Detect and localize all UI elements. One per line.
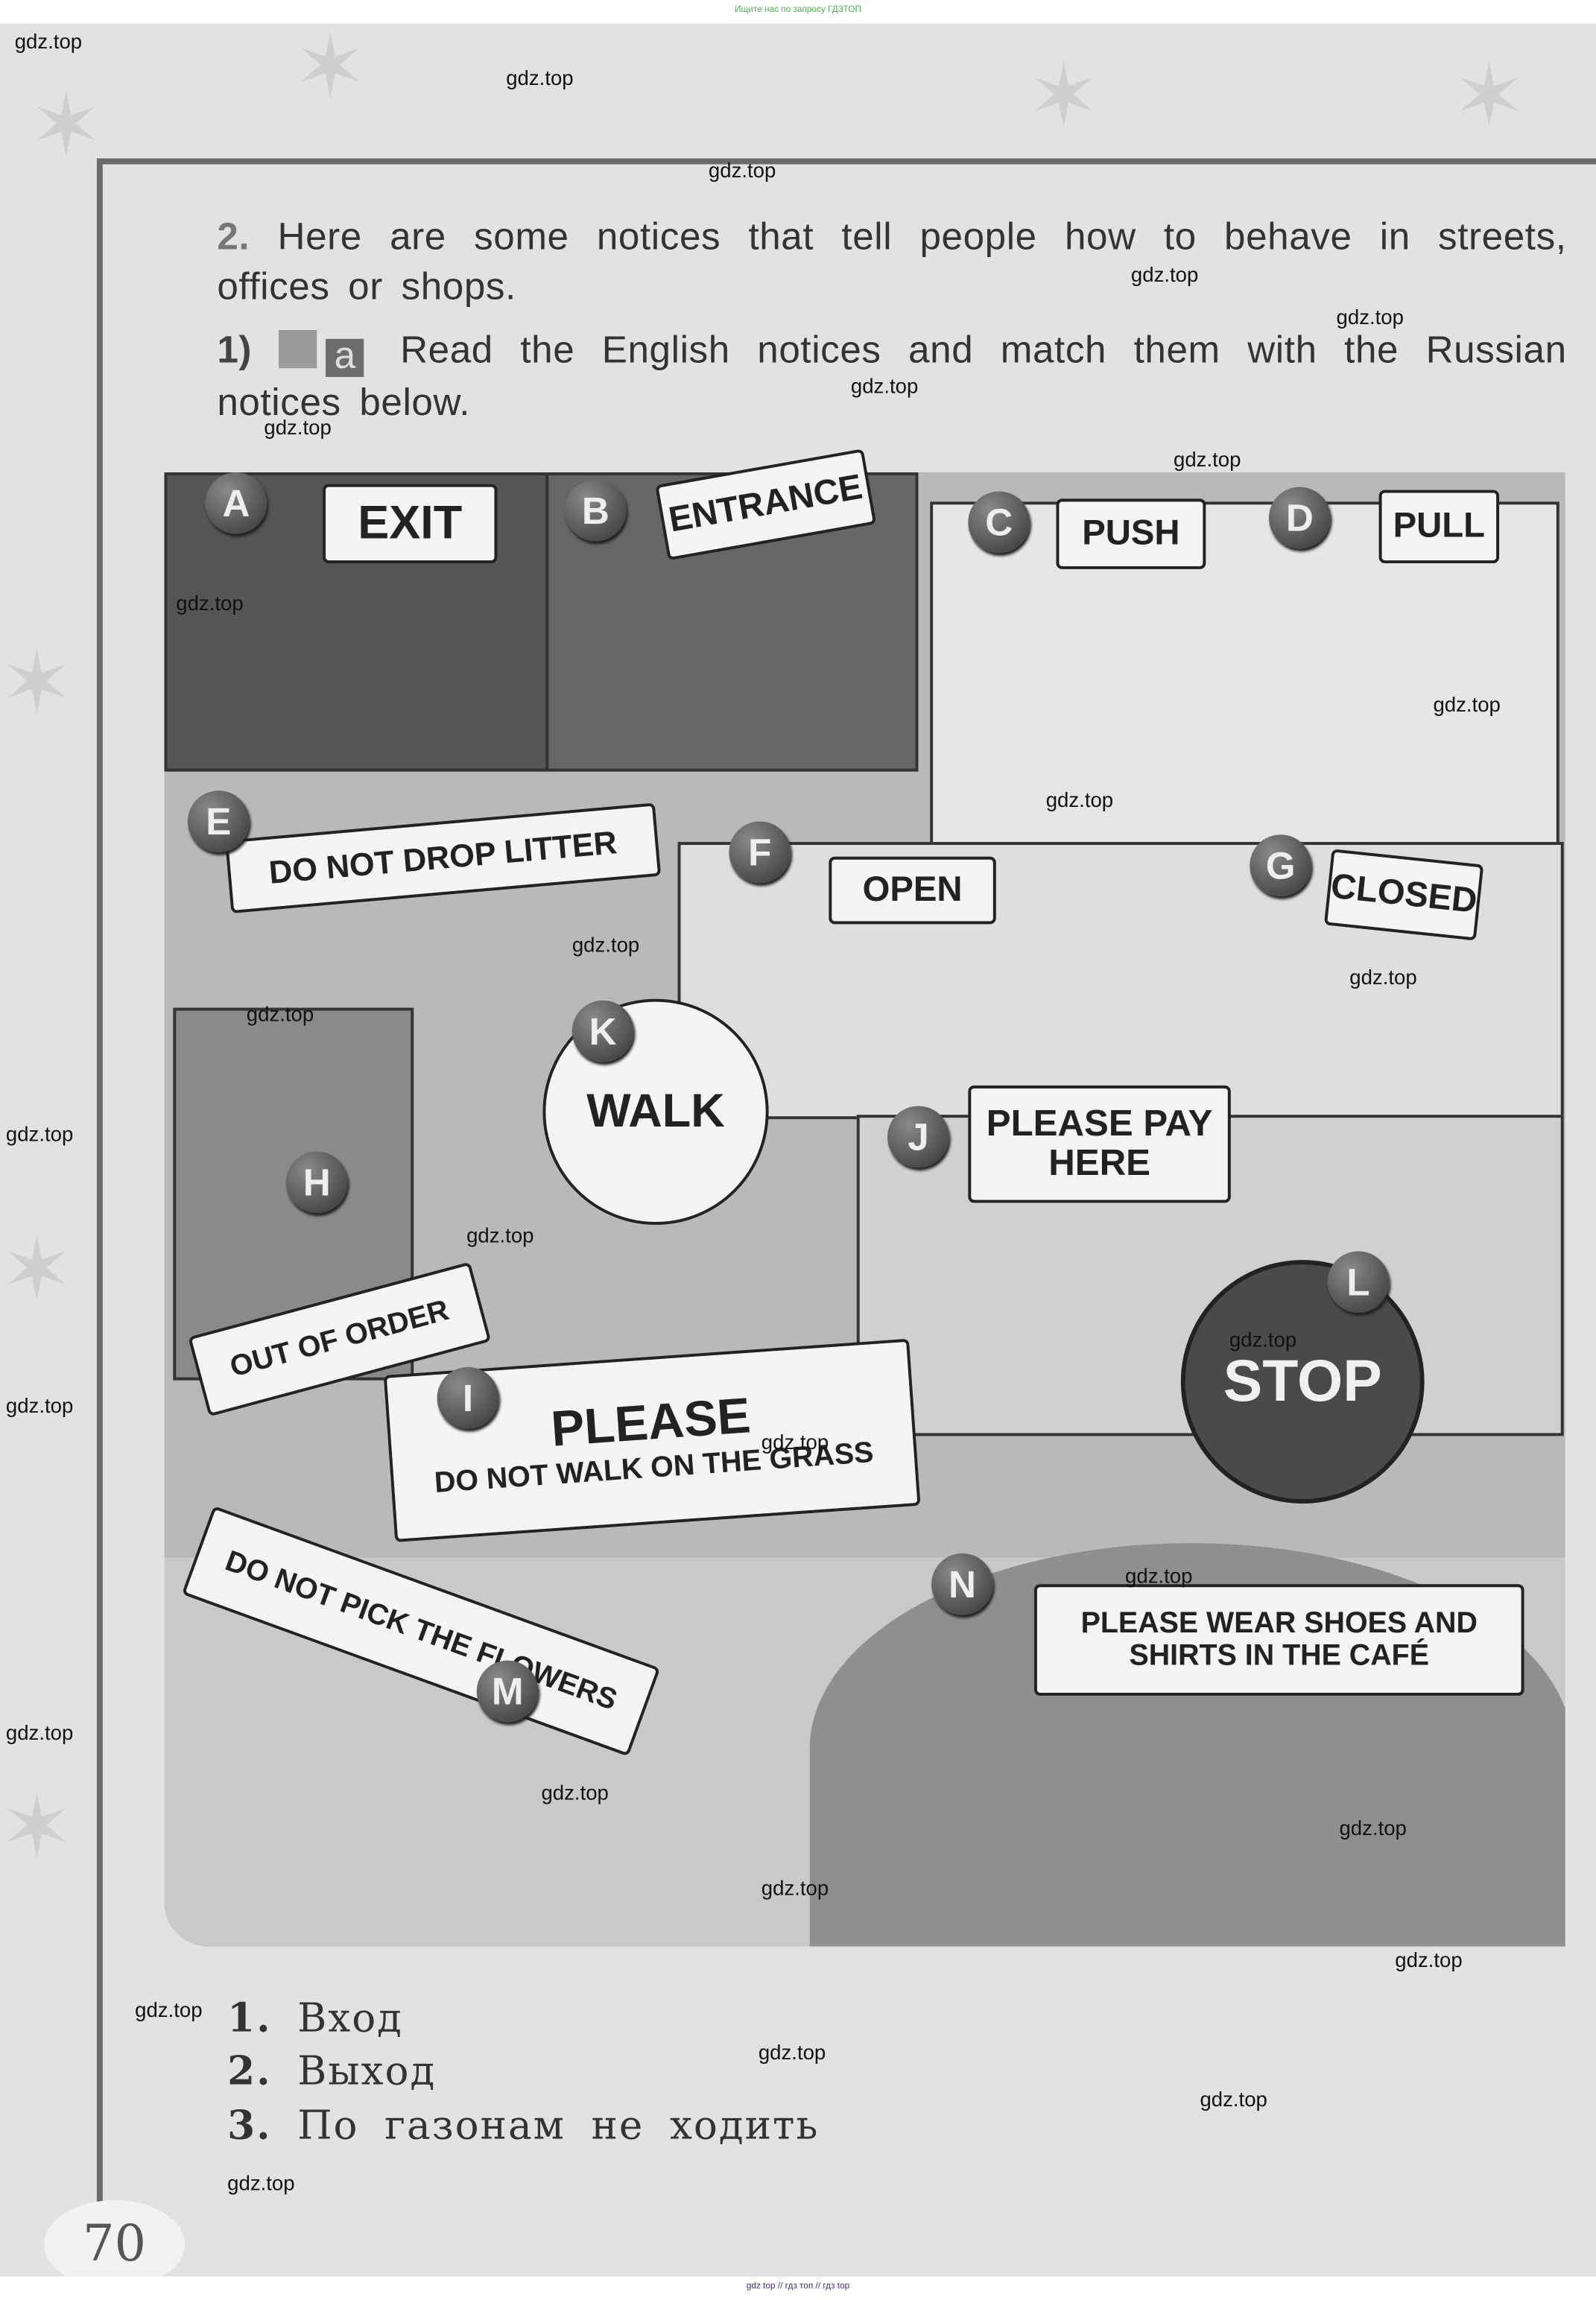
- notice-text: PLEASE WEAR SHOES AND SHIRTS IN THE CAFÉ: [1037, 1608, 1521, 1673]
- watermark: gdz.top: [1337, 305, 1404, 329]
- ru-num: 1.: [227, 1996, 271, 2041]
- exercise-intro: 2. Here are some notices that tell peopl…: [217, 212, 1566, 311]
- ru-num: 3.: [227, 2103, 271, 2149]
- watermark: gdz.top: [15, 29, 82, 53]
- ru-text: Вход: [297, 1996, 403, 2041]
- watermark: gdz.top: [761, 1431, 829, 1454]
- watermark: gdz.top: [466, 1223, 533, 1247]
- watermark: gdz.top: [227, 2171, 294, 2195]
- watermark: gdz.top: [1395, 1948, 1462, 1972]
- watermark: gdz.top: [851, 374, 918, 398]
- watermark: gdz.top: [1174, 447, 1241, 471]
- notice-letter-badge-k: K: [572, 1001, 634, 1062]
- watermark: gdz.top: [761, 1876, 829, 1900]
- notice-letter-badge-j: J: [887, 1106, 949, 1168]
- watermark: gdz.top: [1131, 262, 1198, 286]
- notice-letter-badge-n: N: [931, 1553, 993, 1615]
- star-decoration: ✶: [1452, 53, 1526, 141]
- watermark: gdz.top: [6, 1122, 73, 1146]
- notice-letter-badge-i: I: [437, 1367, 499, 1429]
- watermark: gdz.top: [1349, 965, 1416, 989]
- notice-letter-badge-m: M: [477, 1661, 539, 1723]
- watermark: gdz.top: [264, 415, 331, 439]
- notice-letter-badge-h: H: [286, 1151, 348, 1213]
- notice-text: CLOSED: [1329, 868, 1478, 922]
- russian-notice-1: 1. Вход: [227, 1996, 403, 2041]
- watermark: gdz.top: [709, 159, 776, 183]
- star-decoration: ✶: [0, 1226, 74, 1314]
- notice-letter-badge-c: C: [968, 492, 1030, 554]
- notice-sign-n: PLEASE WEAR SHOES AND SHIRTS IN THE CAFÉ: [1034, 1584, 1524, 1696]
- russian-notice-3: 3. По газонам не ходить: [227, 2103, 819, 2149]
- watermark: gdz.top: [135, 1998, 202, 2021]
- textbook-page: ✶ ✶ ✶ ✶ ✶ ✶ ✶ 2. Here are some notices t…: [0, 24, 1596, 2277]
- star-decoration: ✶: [29, 82, 103, 170]
- notice-text: PULL: [1393, 507, 1485, 546]
- notices-illustration: [165, 472, 1565, 1947]
- watermark: gdz.top: [176, 591, 243, 615]
- ru-num: 2.: [227, 2049, 271, 2094]
- notice-text: STOP: [1223, 1349, 1382, 1414]
- watermark: gdz.top: [759, 2041, 826, 2065]
- notice-sign-l: STOP: [1181, 1260, 1425, 1504]
- watermark: gdz.top: [1339, 1816, 1406, 1840]
- star-decoration: ✶: [294, 24, 367, 112]
- notice-text: EXIT: [358, 498, 462, 549]
- watermark: gdz.top: [6, 1393, 73, 1417]
- notice-text: ENTRANCE: [666, 469, 866, 541]
- notice-sign-j: PLEASE PAY HERE: [968, 1086, 1230, 1203]
- task-number: 1): [217, 327, 252, 371]
- notice-sign-a: EXIT: [323, 484, 497, 563]
- star-decoration: ✶: [1027, 53, 1101, 141]
- ru-text: Выход: [297, 2049, 436, 2094]
- watermark: gdz.top: [506, 66, 573, 90]
- watermark: gdz.top: [247, 1002, 314, 1026]
- russian-notice-2: 2. Выход: [227, 2049, 436, 2094]
- notice-text: OPEN: [863, 871, 963, 910]
- notice-letter-badge-f: F: [729, 822, 791, 884]
- star-decoration: ✶: [0, 639, 74, 727]
- notice-text: PUSH: [1082, 515, 1179, 554]
- star-decoration: ✶: [0, 1784, 74, 1872]
- watermark: gdz.top: [541, 1781, 608, 1805]
- notice-sign-d: PULL: [1379, 490, 1499, 563]
- notice-text: PLEASE PAY HERE: [971, 1103, 1228, 1184]
- notice-letter-badge-d: D: [1269, 487, 1331, 549]
- notice-sign-f: OPEN: [829, 857, 995, 925]
- watermark: gdz.top: [1229, 1328, 1296, 1352]
- watermark: gdz.top: [1125, 1564, 1192, 1588]
- watermark: gdz.top: [6, 1720, 73, 1744]
- notice-letter-badge-e: E: [188, 791, 250, 852]
- watermark: gdz.top: [572, 933, 639, 957]
- bottom-banner: gdz top // гдз топ // гдз top: [0, 2277, 1596, 2300]
- notice-letter-badge-l: L: [1328, 1251, 1390, 1313]
- listening-icon: [279, 330, 317, 368]
- watermark: gdz.top: [1433, 692, 1500, 716]
- notice-letter-badge-b: B: [565, 480, 627, 542]
- watermark: gdz.top: [1046, 788, 1113, 811]
- notice-letter-badge-a: A: [206, 472, 267, 534]
- notice-letter-badge-g: G: [1250, 834, 1311, 896]
- notice-sign-g: CLOSED: [1324, 849, 1483, 940]
- exercise-number: 2.: [217, 214, 250, 258]
- reading-icon: a: [326, 339, 364, 377]
- watermark: gdz.top: [1200, 2088, 1267, 2111]
- notice-sign-c: PUSH: [1057, 498, 1206, 569]
- notice-text: DO NOT DROP LITTER: [267, 826, 618, 891]
- notice-text: WALK: [586, 1086, 724, 1138]
- top-banner: Ищите нас по запросу ГДЗТОП: [0, 0, 1596, 24]
- exercise-intro-text: Here are some notices that tell people h…: [217, 214, 1566, 308]
- ru-text: По газонам не ходить: [297, 2103, 819, 2149]
